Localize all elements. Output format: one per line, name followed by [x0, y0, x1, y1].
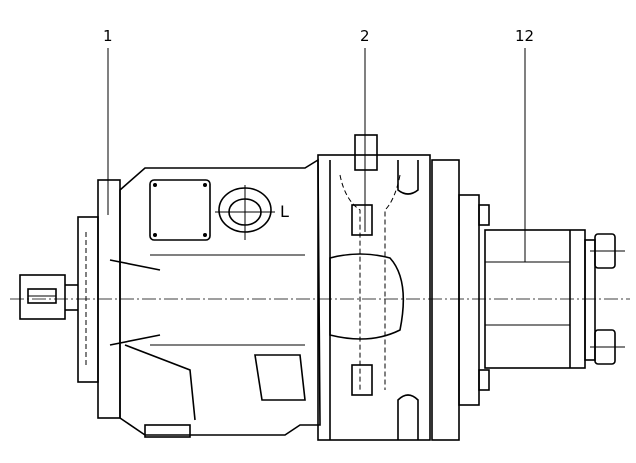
port-plate	[317, 134, 431, 441]
gear-pump-flange	[431, 159, 490, 441]
pump-housing	[109, 158, 321, 438]
port-label-l: L	[280, 202, 289, 221]
gear-pump	[484, 229, 625, 369]
callout-2: 2	[360, 27, 370, 45]
drive-shaft	[19, 274, 78, 320]
callout-1: 1	[103, 27, 113, 45]
callout-12: 12	[515, 27, 535, 45]
